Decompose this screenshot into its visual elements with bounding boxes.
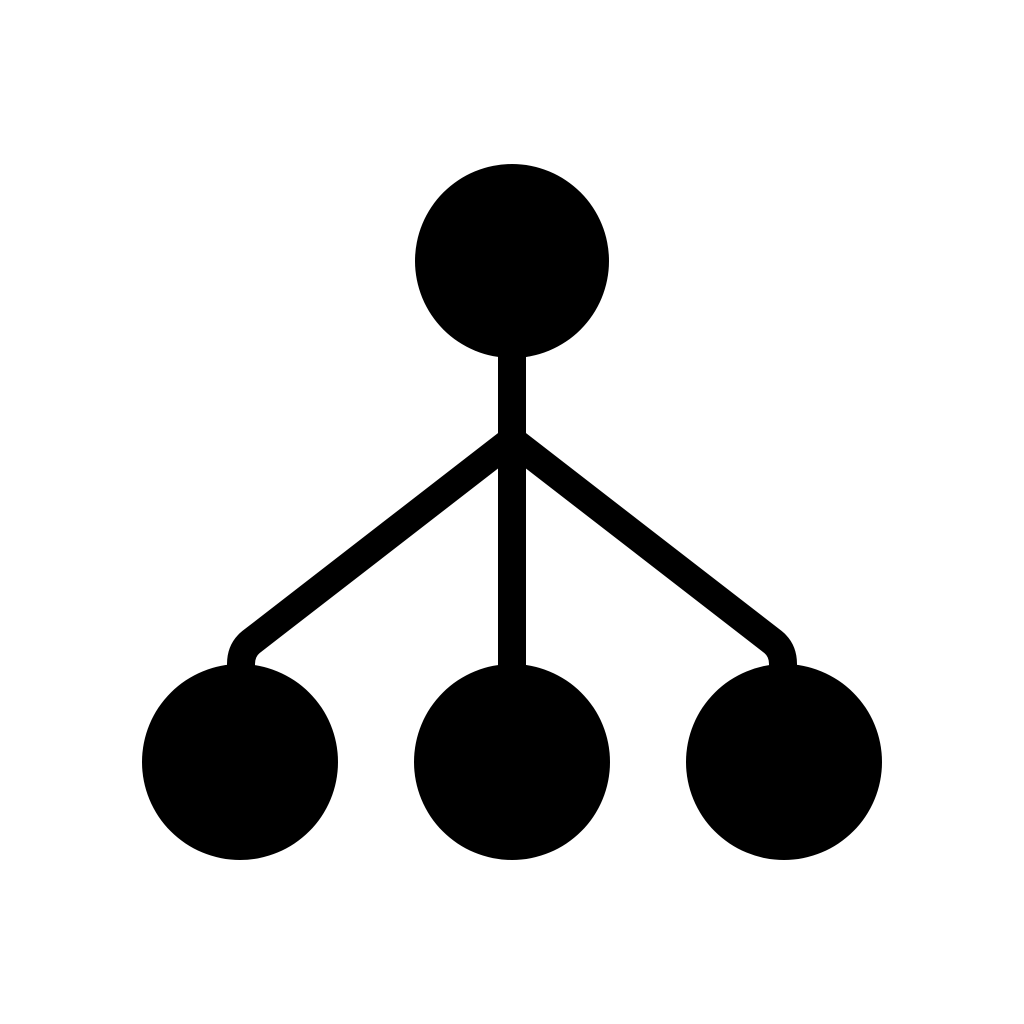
right-child-node [686, 664, 882, 860]
right-branch-connector [503, 428, 797, 680]
center-child-node [414, 664, 610, 860]
root-node [415, 164, 609, 358]
left-child-node [142, 664, 338, 860]
connectors [227, 340, 797, 680]
nodes [142, 164, 882, 860]
left-branch-connector [227, 428, 521, 680]
